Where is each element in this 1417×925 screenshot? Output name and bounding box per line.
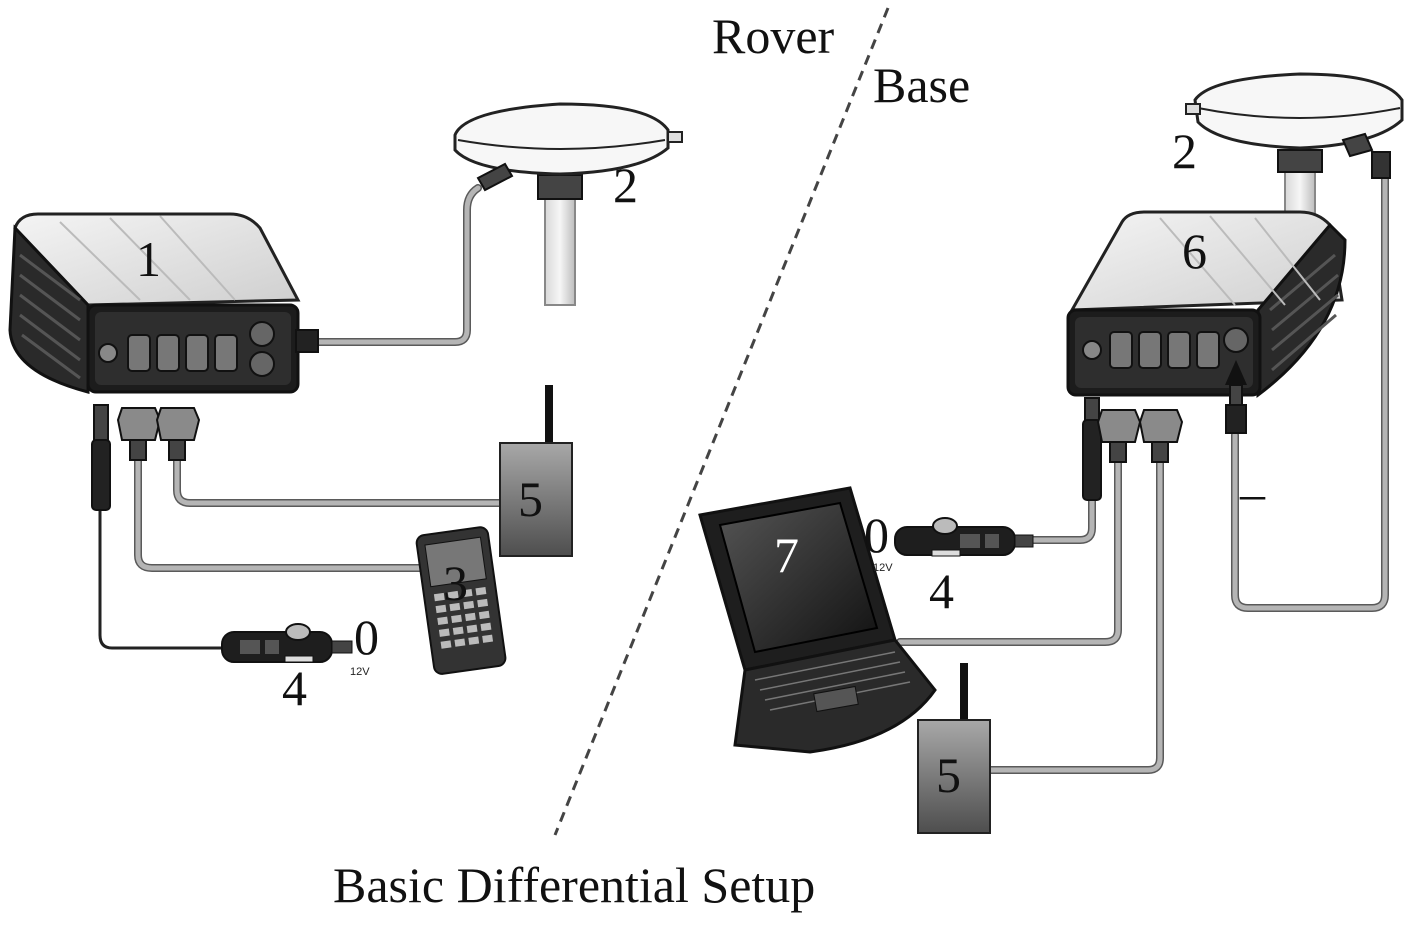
base-laptop: [698, 486, 937, 754]
callout-rover-power-voltage: 0: [354, 609, 379, 665]
diagram-title: Basic Differential Setup: [333, 857, 815, 913]
rover-base-divider: [553, 7, 890, 836]
rover-radio: [499, 385, 573, 557]
callout-rover-radio: 5: [518, 471, 543, 527]
callout-controller: 3: [443, 555, 468, 611]
callout-rover-receiver: 1: [136, 231, 161, 287]
rover-plug-voltage-label: 12V: [350, 666, 370, 678]
rover-antenna-mast: [544, 194, 576, 306]
rover-antenna-cable: [314, 184, 482, 346]
callout-base-radio: 5: [936, 747, 961, 803]
rover-radio-antenna: [545, 385, 553, 443]
base-receiver: [1066, 210, 1347, 398]
rover-port-cables: [98, 451, 504, 650]
callout-rover-antenna: 2: [613, 157, 638, 213]
base-antenna-cable: [1231, 171, 1389, 612]
rover-section-label: Rover: [712, 8, 835, 64]
base-port-cables: [896, 451, 1164, 774]
base-power-plug: [894, 517, 1034, 557]
base-plug-voltage-label: 12V: [873, 562, 893, 574]
base-antenna: [1185, 72, 1404, 226]
rover-power-plug: [221, 623, 353, 663]
base-dash-mark: –: [1239, 465, 1266, 521]
callout-laptop: 7: [774, 527, 799, 583]
callout-base-power-cable: 4: [929, 563, 954, 619]
rover-port-connectors: [91, 404, 201, 511]
base-port-connectors: [1082, 360, 1247, 501]
base-radio: [917, 663, 991, 834]
callout-rover-power-cable: 4: [282, 660, 307, 716]
callout-base-receiver: 6: [1182, 223, 1207, 279]
rover-receiver: [8, 212, 319, 394]
rover-controller: [415, 526, 507, 675]
callout-base-antenna: 2: [1172, 123, 1197, 179]
rover-antenna: [453, 102, 683, 306]
base-radio-antenna: [960, 663, 968, 721]
base-section-label: Base: [873, 57, 970, 113]
callout-base-power-voltage: 0: [864, 507, 889, 563]
